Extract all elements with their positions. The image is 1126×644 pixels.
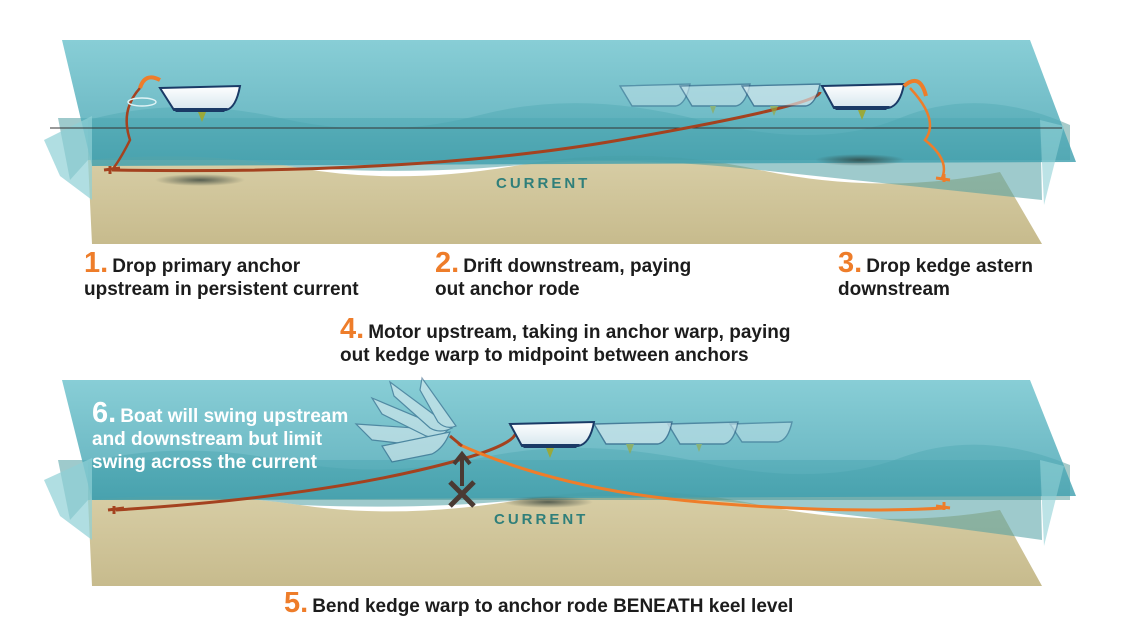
step-text: swing across the current — [92, 452, 317, 473]
step-4-caption: 4.Motor upstream, taking in anchor warp,… — [340, 315, 791, 367]
step-text: Bend kedge warp to anchor rode BENEATH k… — [312, 596, 794, 617]
step-5-caption: 5.Bend kedge warp to anchor rode BENEATH… — [284, 589, 794, 618]
step-text: out anchor rode — [435, 279, 580, 300]
kedge-warp — [457, 442, 945, 512]
swing-ghost-boats — [354, 376, 457, 463]
boat-3 — [820, 78, 928, 120]
step-text: upstream in persistent current — [84, 279, 359, 300]
kedge-anchor-icon — [935, 174, 951, 182]
kedge-warp — [909, 87, 946, 179]
step-number: 4. — [340, 313, 365, 345]
step-6-caption: 6.Boat will swing upstream and downstrea… — [92, 399, 349, 474]
step-text: Boat will swing upstream — [120, 406, 349, 427]
water-surface — [62, 40, 1076, 166]
bottom-panel: CURRENT — [44, 376, 1076, 586]
step-2-caption: 2.Drift downstream, paying out anchor ro… — [435, 249, 692, 301]
kedge-anchor-icon — [935, 502, 951, 510]
boat-4 — [508, 420, 596, 458]
anchor-rode — [115, 422, 518, 512]
ghost-boat — [592, 421, 673, 454]
ghost-boat — [728, 421, 793, 443]
boat-1 — [127, 75, 242, 122]
boat-shadow — [503, 496, 593, 508]
water-edge-right — [1040, 120, 1064, 205]
primary-anchor-icon — [107, 506, 125, 514]
seabed — [88, 155, 1042, 244]
current-label: CURRENT — [494, 511, 588, 528]
step-3-caption: 3.Drop kedge astern downstream — [838, 249, 1034, 301]
boat-shadow — [155, 174, 245, 186]
keel-depth-marker-icon — [448, 450, 476, 508]
step-text: Drop kedge astern — [866, 256, 1034, 277]
step-number: 2. — [435, 247, 460, 279]
primary-anchor-icon — [103, 166, 121, 174]
anchor-rode — [111, 87, 141, 171]
seabed — [88, 491, 1042, 586]
step-text: downstream — [838, 279, 950, 300]
step-number: 6. — [92, 397, 117, 429]
water-edge-left — [44, 116, 92, 200]
step-1-caption: 1.Drop primary anchor upstream in persis… — [84, 249, 359, 301]
water-edge-right — [1040, 460, 1064, 546]
water-edge-left — [44, 458, 92, 540]
ghost-boat — [618, 83, 691, 107]
step-number: 3. — [838, 247, 863, 279]
ghost-boat — [666, 421, 739, 452]
step-number: 1. — [84, 247, 109, 279]
top-panel: CURRENT — [44, 40, 1076, 244]
ghost-boat — [740, 83, 821, 116]
bridle-line — [449, 434, 463, 448]
step-text: and downstream but limit — [92, 429, 323, 450]
boat-shadow — [815, 154, 905, 166]
step-text: Motor upstream, taking in anchor warp, p… — [368, 322, 791, 343]
ghost-boat — [678, 83, 751, 114]
step-text: Drop primary anchor — [112, 256, 301, 277]
step-number: 5. — [284, 587, 309, 619]
current-label: CURRENT — [496, 175, 590, 192]
step-text: out kedge warp to midpoint between ancho… — [340, 345, 749, 366]
step-text: Drift downstream, paying — [463, 256, 692, 277]
